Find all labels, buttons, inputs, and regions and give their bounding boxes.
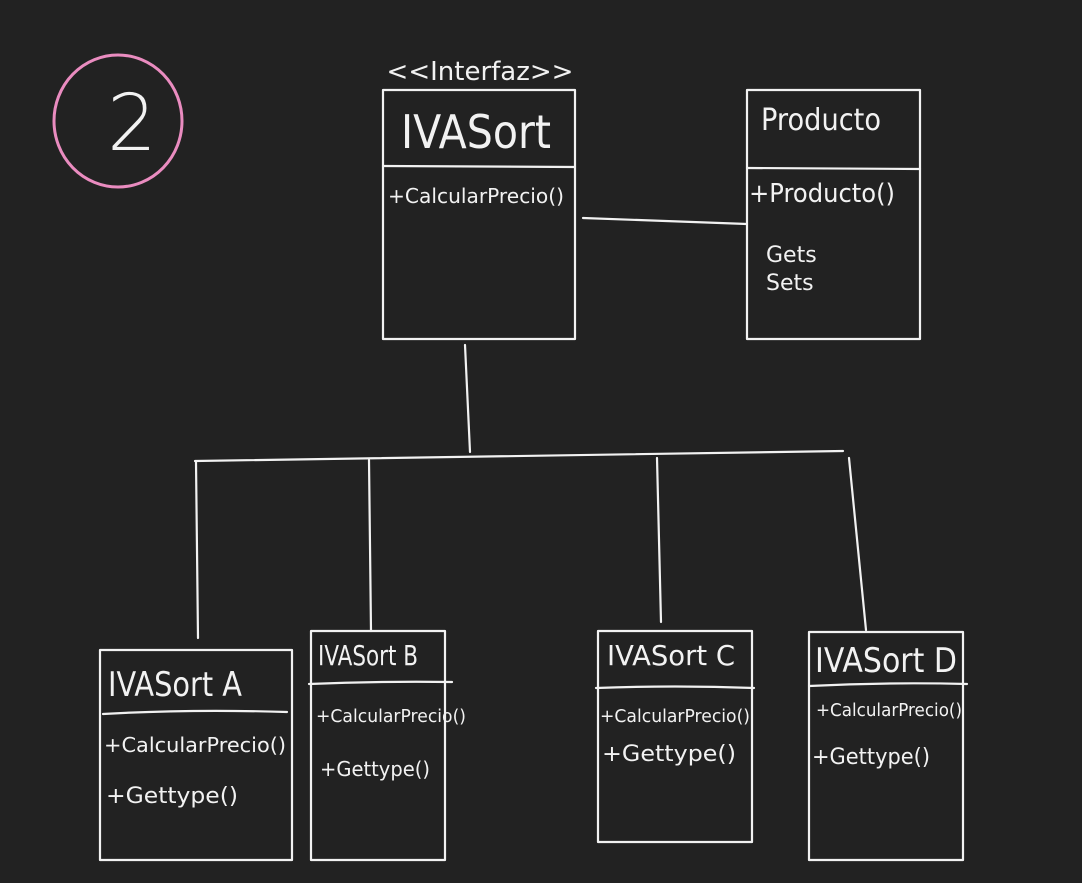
interface-method: +CalcularPrecio()	[388, 184, 564, 208]
diagram-number-badge: 2	[52, 53, 184, 189]
class-ivasort-c-box: IVASort C +CalcularPrecio() +Gettype()	[594, 629, 756, 844]
class-ivasort-d-box: IVASort D +CalcularPrecio() +Gettype()	[807, 630, 969, 862]
inheritance-connectors	[193, 343, 868, 640]
class-b-method-1: +CalcularPrecio()	[316, 706, 466, 727]
class-a-method-1: +CalcularPrecio()	[104, 733, 286, 757]
badge-circle	[52, 53, 184, 189]
producto-name: Producto	[761, 103, 881, 138]
interface-ivasort-box: <<Interfaz>> IVASort +CalcularPrecio()	[381, 57, 577, 341]
class-a-name: IVASort A	[108, 665, 242, 705]
class-c-name: IVASort C	[607, 639, 735, 672]
interface-stereotype: <<Interfaz>>	[387, 57, 574, 87]
class-c-method-2: +Gettype()	[602, 742, 736, 767]
badge-number: 2	[107, 79, 157, 169]
producto-constructor: +Producto()	[749, 179, 895, 209]
producto-gets: Gets	[766, 243, 817, 268]
class-d-method-2: +Gettype()	[812, 745, 930, 770]
producto-sets: Sets	[766, 271, 814, 296]
class-c-method-1: +CalcularPrecio()	[600, 706, 750, 727]
class-b-name: IVASort B	[318, 639, 418, 672]
class-ivasort-b-box: IVASort B +CalcularPrecio() +Gettype()	[307, 629, 466, 862]
class-b-method-2: +Gettype()	[320, 757, 430, 781]
class-a-method-2: +Gettype()	[106, 784, 238, 809]
class-d-name: IVASort D	[815, 641, 957, 681]
class-ivasort-a-box: IVASort A +CalcularPrecio() +Gettype()	[98, 648, 294, 862]
class-d-method-1: +CalcularPrecio()	[816, 700, 962, 721]
interface-name: IVASort	[401, 105, 551, 159]
association-line	[581, 216, 749, 226]
producto-class-box: Producto +Producto() Gets Sets	[745, 88, 922, 341]
